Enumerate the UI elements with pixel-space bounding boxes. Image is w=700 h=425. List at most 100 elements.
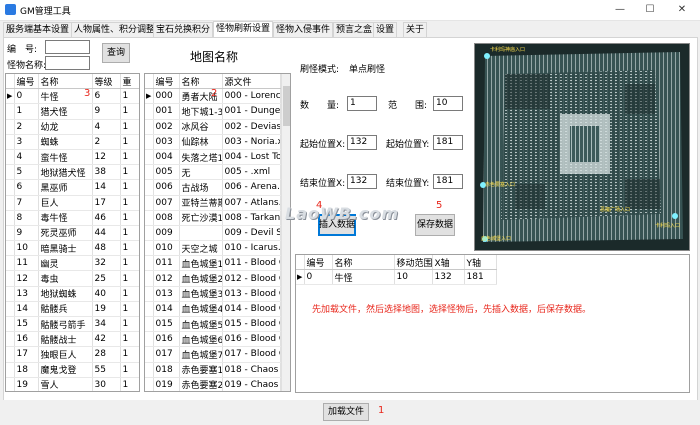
range-input[interactable]: 10 <box>433 96 463 111</box>
save-data-button[interactable]: 保存数据 <box>415 214 455 236</box>
row-selector[interactable] <box>6 301 15 318</box>
table-cell[interactable]: 古战场 <box>179 179 223 196</box>
table-row[interactable]: 007亚特兰蒂斯007 - Atlans.xi <box>145 195 281 211</box>
table-cell[interactable]: 6 <box>92 88 121 105</box>
table-cell[interactable]: 血色城堡1 <box>179 255 223 272</box>
table-cell[interactable]: 牛怪 <box>38 88 93 105</box>
table-cell[interactable]: 黑巫师 <box>38 179 93 196</box>
table-cell[interactable]: 17 <box>14 346 39 363</box>
table-cell[interactable]: 仙踪林 <box>179 134 223 150</box>
row-selector[interactable] <box>6 225 15 242</box>
table-cell[interactable]: 32 <box>92 255 121 272</box>
table-cell[interactable]: 0 <box>304 269 333 286</box>
load-file-button[interactable]: 加载文件 <box>323 403 369 421</box>
row-selector[interactable] <box>6 179 15 196</box>
table-cell[interactable]: 002 <box>153 119 180 135</box>
table-cell[interactable]: 11 <box>14 255 39 272</box>
table-cell[interactable]: 失落之塔1 <box>179 149 223 166</box>
table-cell[interactable]: 暗黑骑士 <box>38 240 93 257</box>
table-cell[interactable]: 地下城1-3 <box>179 103 223 120</box>
row-selector[interactable]: ▶ <box>145 88 154 105</box>
table-cell[interactable]: 13 <box>14 286 39 302</box>
table-cell[interactable]: 002 - Devias.x <box>222 119 281 135</box>
table-cell[interactable]: 10 <box>394 269 433 286</box>
table-cell[interactable]: 004 - Lost Tow <box>222 149 281 166</box>
table-cell[interactable]: 12 <box>92 149 121 166</box>
table-cell[interactable]: 001 <box>153 103 180 120</box>
table-cell[interactable]: 18 <box>14 362 39 378</box>
table-cell[interactable]: 血色城堡7 <box>179 346 223 363</box>
table-cell[interactable]: 骷髅战士 <box>38 331 93 348</box>
table-cell[interactable]: 008 <box>153 210 180 226</box>
table-cell[interactable]: 003 <box>153 134 180 150</box>
table-cell[interactable]: 7 <box>14 195 39 211</box>
row-selector[interactable] <box>6 134 15 150</box>
table-cell[interactable]: 血色城堡4 <box>179 301 223 318</box>
scrollbar-thumb[interactable] <box>283 86 290 126</box>
table-cell[interactable]: 天空之城 <box>179 240 223 257</box>
table-cell[interactable]: 1 <box>120 119 139 135</box>
row-selector[interactable] <box>6 255 15 272</box>
table-cell[interactable]: 2 <box>14 119 39 135</box>
tab-gem-exchange[interactable]: 宝石兑换积分 <box>153 22 214 38</box>
table-cell[interactable]: 009 <box>153 225 180 242</box>
minimap[interactable]: 卡利玛神庙入口 赤色要塞入口 恶魔广场入口 卡利玛入口 血色城堡入口 <box>474 43 690 251</box>
tab-server-settings[interactable]: 服务端基本设置 <box>3 22 73 38</box>
close-button[interactable]: ✕ <box>677 4 687 15</box>
table-cell[interactable]: 牛怪 <box>332 269 395 286</box>
row-selector[interactable] <box>145 195 154 211</box>
table-cell[interactable]: 1 <box>120 179 139 196</box>
table-cell[interactable]: 5 <box>14 164 39 181</box>
row-selector[interactable] <box>6 270 15 287</box>
row-selector[interactable] <box>6 362 15 378</box>
row-selector[interactable] <box>6 119 15 135</box>
table-cell[interactable]: 1 <box>120 286 139 302</box>
row-selector[interactable] <box>145 225 154 242</box>
table-cell[interactable]: 血色城堡6 <box>179 331 223 348</box>
table-cell[interactable]: 004 <box>153 149 180 166</box>
table-cell[interactable]: 4 <box>92 119 121 135</box>
table-cell[interactable]: 巨人 <box>38 195 93 211</box>
tab-monster-spawn[interactable]: 怪物刷新设置 <box>213 21 274 39</box>
row-selector[interactable] <box>145 240 154 257</box>
table-cell[interactable]: 4 <box>14 149 39 166</box>
row-selector[interactable] <box>145 179 154 196</box>
row-selector[interactable] <box>145 362 154 378</box>
row-selector[interactable] <box>6 164 15 181</box>
table-cell[interactable]: 1 <box>120 134 139 150</box>
table-cell[interactable]: 000 <box>153 88 180 105</box>
table-cell[interactable]: 蛮牛怪 <box>38 149 93 166</box>
table-cell[interactable]: 1 <box>120 195 139 211</box>
table-cell[interactable]: 毒虫 <box>38 270 93 287</box>
table-cell[interactable]: 44 <box>92 225 121 242</box>
row-selector[interactable] <box>145 301 154 318</box>
column-header[interactable]: 移动范围 <box>394 255 433 271</box>
row-selector[interactable] <box>145 164 154 181</box>
table-cell[interactable] <box>179 225 223 242</box>
row-selector[interactable] <box>145 134 154 150</box>
start-x-input[interactable]: 132 <box>347 135 377 150</box>
table-cell[interactable]: 幽灵 <box>38 255 93 272</box>
table-cell[interactable]: 14 <box>14 301 39 318</box>
table-cell[interactable]: 017 <box>153 346 180 363</box>
table-cell[interactable]: 1 <box>120 210 139 226</box>
column-header[interactable]: 编号 <box>153 74 180 90</box>
table-cell[interactable]: 001 - Dungeo <box>222 103 281 120</box>
end-y-input[interactable]: 181 <box>433 174 463 189</box>
table-cell[interactable]: 死灵巫师 <box>38 225 93 242</box>
column-header[interactable]: X轴 <box>432 255 465 271</box>
table-cell[interactable]: 独眼巨人 <box>38 346 93 363</box>
